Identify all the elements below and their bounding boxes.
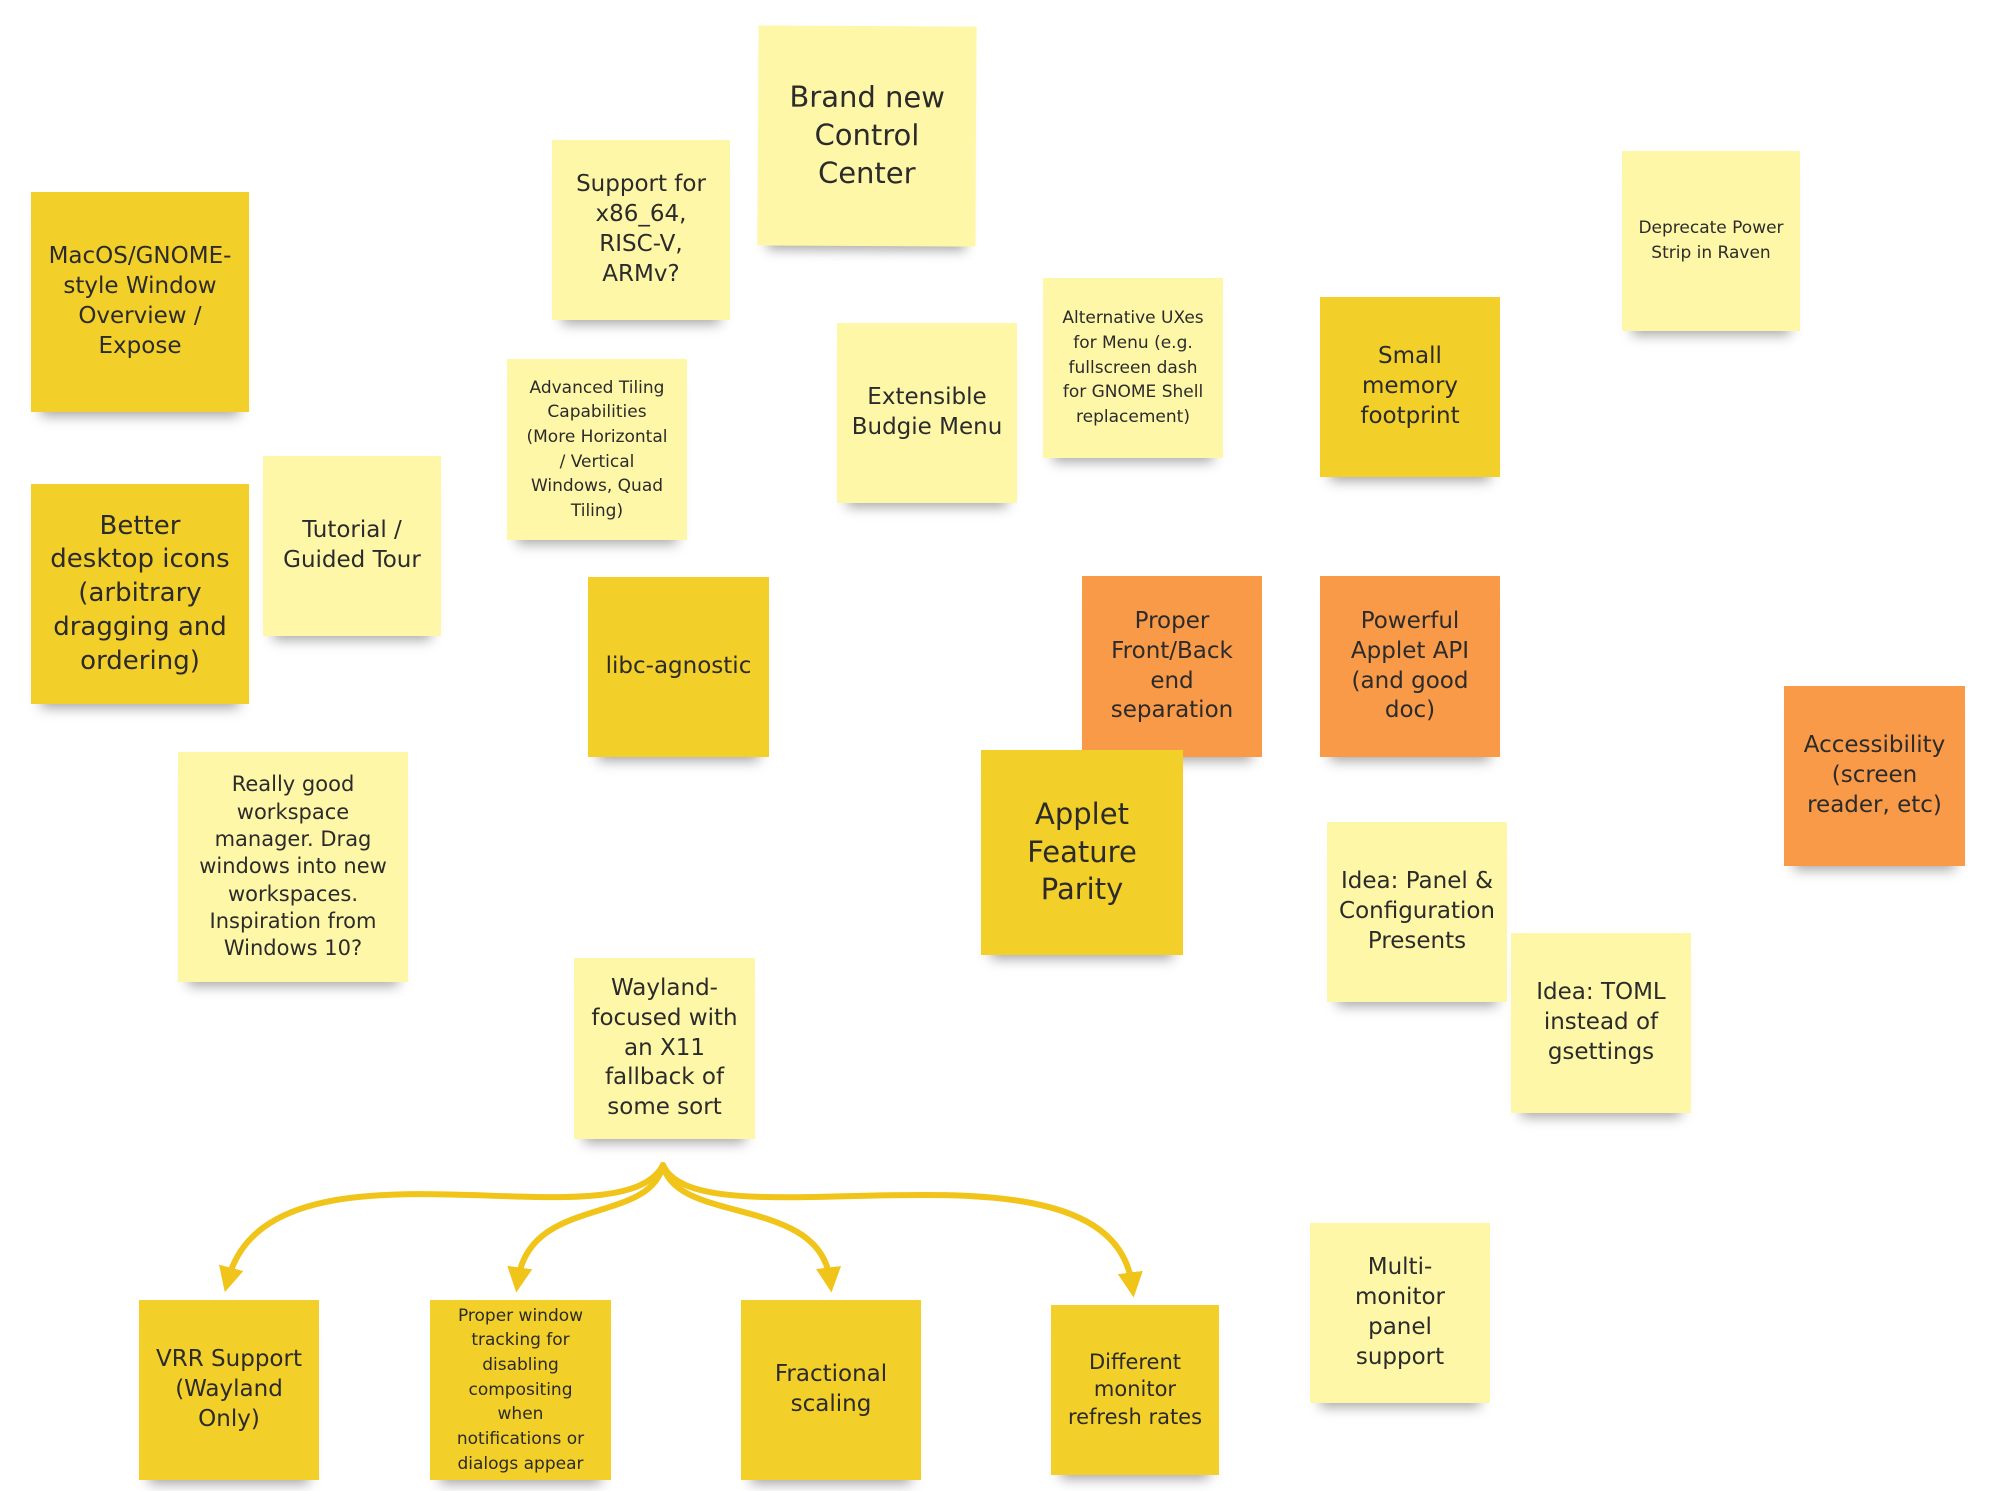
note-small-memory: Small memory footprint <box>1320 297 1500 477</box>
note-desktop-icons-text: Better desktop icons (arbitrary dragging… <box>50 510 230 676</box>
connector-vrr <box>219 1162 666 1293</box>
note-libc-agnostic-text: libc-agnostic <box>605 653 752 680</box>
note-deprecate-power-strip: Deprecate Power Strip in Raven <box>1622 151 1800 331</box>
note-tutorial-text: Tutorial / Guided Tour <box>283 517 421 573</box>
note-applet-api: Powerful Applet API (and good doc) <box>1320 576 1500 757</box>
note-toml-text: Idea: TOML instead of gsettings <box>1536 979 1666 1065</box>
note-applet-parity: Applet Feature Parity <box>981 750 1183 955</box>
connector-window-tracking <box>507 1162 666 1293</box>
note-advanced-tiling: Advanced Tiling Capabilities (More Horiz… <box>507 359 687 540</box>
note-fractional-scaling-text: Fractional scaling <box>774 1361 888 1417</box>
note-alt-ux-menu: Alternative UXes for Menu (e.g. fullscre… <box>1043 278 1223 458</box>
note-vrr-support-text: VRR Support (Wayland Only) <box>156 1346 302 1432</box>
note-window-overview: MacOS/GNOME-style Window Overview / Expo… <box>31 192 249 412</box>
note-front-back-separation-text: Proper Front/Back end separation <box>1110 607 1234 724</box>
note-applet-parity-text: Applet Feature Parity <box>1027 796 1137 907</box>
note-multi-monitor-panel-text: Multi-monitor panel support <box>1355 1254 1445 1370</box>
note-accessibility: Accessibility (screen reader, etc) <box>1784 686 1965 866</box>
note-window-tracking-text: Proper window tracking for disabling com… <box>456 1305 585 1474</box>
note-panel-presets: Idea: Panel & Configuration Presents <box>1327 822 1507 1002</box>
note-applet-api-text: Powerful Applet API (and good doc) <box>1350 607 1470 724</box>
note-deprecate-power-strip-text: Deprecate Power Strip in Raven <box>1638 218 1784 263</box>
note-extensible-menu-text: Extensible Budgie Menu <box>851 384 1003 440</box>
note-window-tracking: Proper window tracking for disabling com… <box>430 1300 611 1480</box>
note-alt-ux-menu-text: Alternative UXes for Menu (e.g. fullscre… <box>1062 308 1204 427</box>
note-extensible-menu: Extensible Budgie Menu <box>837 323 1017 503</box>
note-fractional-scaling: Fractional scaling <box>741 1300 921 1480</box>
note-window-overview-text: MacOS/GNOME-style Window Overview / Expo… <box>48 243 232 359</box>
note-accessibility-text: Accessibility (screen reader, etc) <box>1803 732 1946 818</box>
note-arch-support-text: Support for x86_64, RISC-V, ARMv? <box>576 171 706 287</box>
note-panel-presets-text: Idea: Panel & Configuration Presents <box>1339 868 1495 954</box>
note-refresh-rates: Different monitor refresh rates <box>1051 1305 1219 1475</box>
note-tutorial: Tutorial / Guided Tour <box>263 456 441 636</box>
connector-refresh-rates <box>660 1162 1143 1298</box>
note-desktop-icons: Better desktop icons (arbitrary dragging… <box>31 484 249 704</box>
note-workspace-manager: Really good workspace manager. Drag wind… <box>178 752 408 982</box>
note-control-center: Brand new Control Center <box>757 25 977 247</box>
note-workspace-manager-text: Really good workspace manager. Drag wind… <box>199 772 387 961</box>
note-vrr-support: VRR Support (Wayland Only) <box>139 1300 319 1480</box>
note-wayland-focused-text: Wayland-focused with an X11 fallback of … <box>591 974 738 1121</box>
note-libc-agnostic: libc-agnostic <box>588 577 769 757</box>
note-front-back-separation: Proper Front/Back end separation <box>1082 576 1262 757</box>
note-multi-monitor-panel: Multi-monitor panel support <box>1310 1223 1490 1403</box>
note-small-memory-text: Small memory footprint <box>1360 343 1460 429</box>
note-wayland-focused: Wayland-focused with an X11 fallback of … <box>574 958 755 1139</box>
note-toml: Idea: TOML instead of gsettings <box>1511 933 1691 1113</box>
note-refresh-rates-text: Different monitor refresh rates <box>1067 1350 1203 1429</box>
note-arch-support: Support for x86_64, RISC-V, ARMv? <box>552 140 730 320</box>
connector-fractional-scaling <box>660 1162 842 1293</box>
note-advanced-tiling-text: Advanced Tiling Capabilities (More Horiz… <box>526 377 668 521</box>
note-control-center-text: Brand new Control Center <box>789 80 946 191</box>
